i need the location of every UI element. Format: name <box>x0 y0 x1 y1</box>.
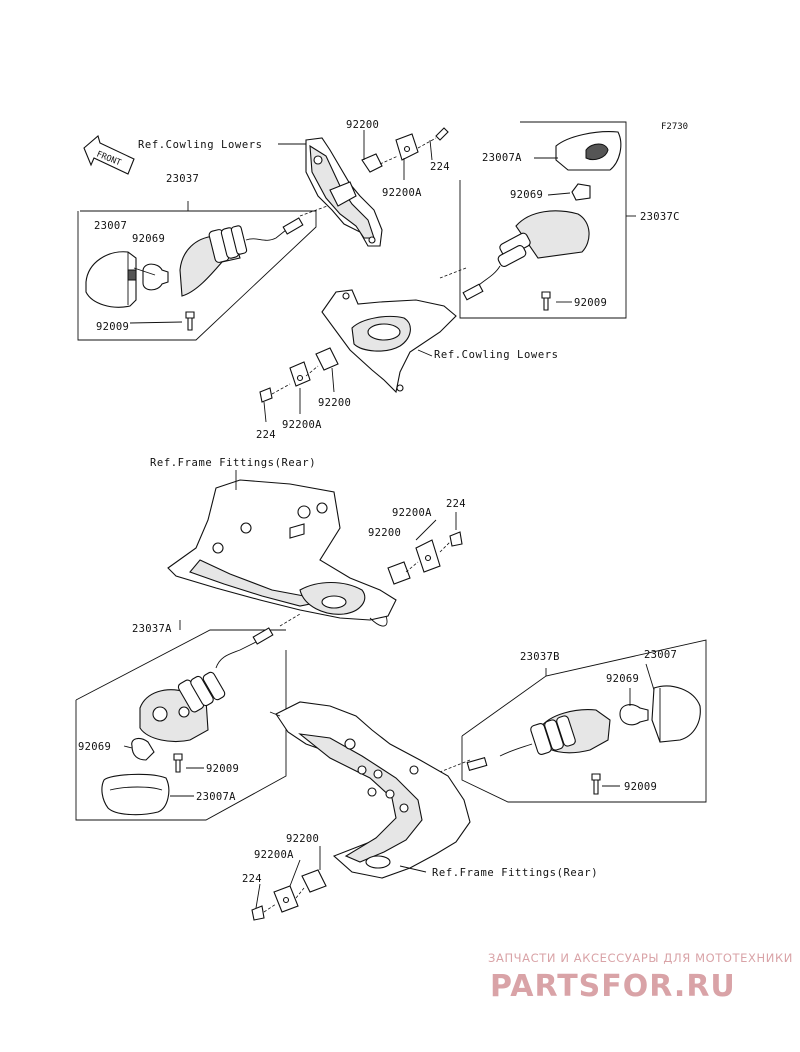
label-224-rear-lower: 224 <box>242 873 262 885</box>
bolt-224-lower <box>259 387 273 403</box>
bracket-cowling-upper <box>305 137 383 247</box>
label-92200-lower: 92200 <box>318 397 351 409</box>
plate-92200A-lower <box>289 361 311 387</box>
bracket-cowling-lower <box>321 289 457 394</box>
label-23007A-upper: 23007A <box>482 152 522 164</box>
bolt-224-rear-upper <box>449 531 463 547</box>
label-224-upper: 224 <box>430 161 450 173</box>
frame-fitting-rear-lower <box>269 701 471 879</box>
label-23037C: 23037C <box>640 211 680 223</box>
watermark-tagline: ЗАПЧАСТИ И АКСЕССУАРЫ ДЛЯ МОТОТЕХНИКИ <box>488 951 793 965</box>
label-92200-upper: 92200 <box>346 119 379 131</box>
screw-92009-upper-right <box>541 291 551 311</box>
bulb-92069-upper-left <box>142 263 169 291</box>
label-92200A-lower: 92200A <box>282 419 322 431</box>
label-92069-upper-left: 92069 <box>132 233 165 245</box>
frame-fitting-rear-upper <box>167 479 397 627</box>
label-23007-upper: 23007 <box>94 220 127 232</box>
label-92200A-upper: 92200A <box>382 187 422 199</box>
label-92009-upper-left: 92009 <box>96 321 129 333</box>
group-23037A <box>75 613 301 821</box>
label-ref-cowling-lowers-1: Ref.Cowling Lowers <box>138 139 263 151</box>
label-92009-lower-right: 92009 <box>624 781 657 793</box>
label-23007-lower: 23007 <box>644 649 677 661</box>
label-23037B: 23037B <box>520 651 560 663</box>
label-ref-cowling-lowers-2: Ref.Cowling Lowers <box>434 349 559 361</box>
label-92069-lower-left: 92069 <box>78 741 111 753</box>
lens-23007-lower <box>651 685 701 743</box>
diagram-code: F2730 <box>661 122 688 132</box>
lens-23007-upper <box>85 251 137 308</box>
bulb-92069-lower-right <box>619 704 649 726</box>
label-23037: 23037 <box>166 173 199 185</box>
group-23037A-frame-top <box>75 629 286 701</box>
group-23037 <box>77 201 331 341</box>
plate-92200-rear-upper <box>387 561 411 585</box>
label-23007A-lower: 23007A <box>196 791 236 803</box>
housing-upper-right <box>515 210 590 259</box>
label-ref-frame-fittings-rear-2: Ref.Frame Fittings(Rear) <box>432 867 598 879</box>
label-92069-lower-right: 92069 <box>606 673 639 685</box>
front-arrow-icon: FRONT <box>83 135 135 175</box>
screw-92009-lower-left <box>173 753 183 773</box>
label-92200A-rear-upper: 92200A <box>392 507 432 519</box>
label-92009-lower-left: 92009 <box>206 763 239 775</box>
group-23037-frame <box>77 210 317 341</box>
bolt-224-upper <box>435 127 449 141</box>
label-224-rear-upper: 224 <box>446 498 466 510</box>
label-92009-upper-right: 92009 <box>574 297 607 309</box>
plate-92200-rear-lower <box>301 869 327 893</box>
screw-92009-upper-left <box>185 311 195 331</box>
group-23037C <box>439 121 636 319</box>
bulb-92069-upper-right <box>571 183 591 201</box>
label-23037A: 23037A <box>132 623 172 635</box>
label-92200-rear-lower: 92200 <box>286 833 319 845</box>
label-92200A-rear-lower: 92200A <box>254 849 294 861</box>
label-224-lower: 224 <box>256 429 276 441</box>
watermark-logo: PARTSFOR.RU <box>490 969 736 1004</box>
group-23037B <box>439 639 707 803</box>
lens-23007A-lower <box>101 773 170 816</box>
label-ref-frame-fittings-rear-1: Ref.Frame Fittings(Rear) <box>150 457 316 469</box>
group-23037C-frame <box>459 121 627 319</box>
plate-92200-upper <box>361 153 383 173</box>
bolt-224-rear-lower <box>251 905 265 921</box>
screw-92009-lower-right <box>591 773 601 795</box>
plate-92200-lower <box>315 347 339 371</box>
label-92200-rear-upper: 92200 <box>368 527 401 539</box>
label-92069-upper-right: 92069 <box>510 189 543 201</box>
bulb-92069-lower-left <box>131 737 155 761</box>
group-23037A-frame <box>75 650 287 821</box>
